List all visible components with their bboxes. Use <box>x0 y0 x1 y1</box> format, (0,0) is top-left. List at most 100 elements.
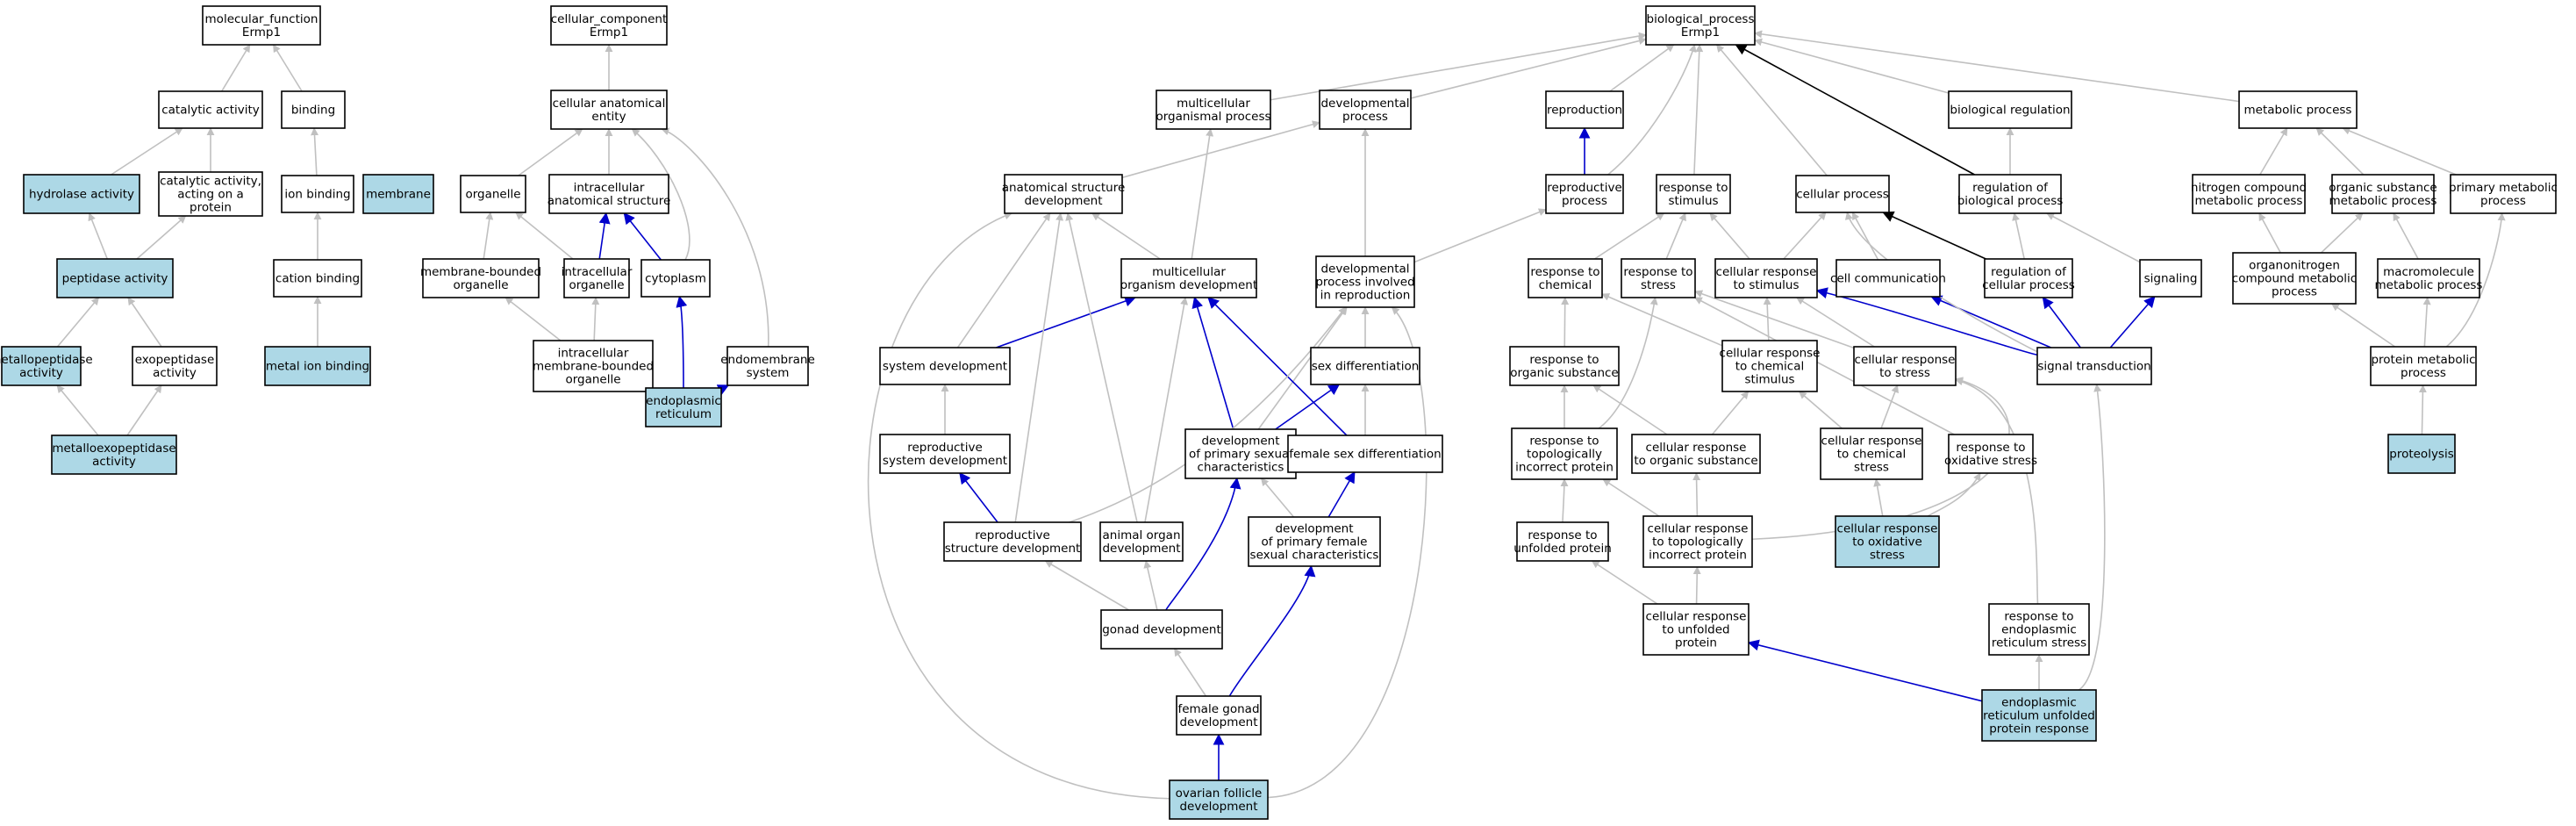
edge-part-of-sigtrans-to-crts <box>1815 287 2038 356</box>
go-term-box <box>1642 603 1750 656</box>
go-term-label-line: metabolic process <box>2195 194 2303 208</box>
go-term-node-binding[interactable]: binding <box>281 90 346 129</box>
edge-is-a-ionb-to-binding <box>311 127 319 176</box>
go-term-label-line: development <box>1179 800 1257 814</box>
go-term-node-cyto[interactable]: cytoplasm <box>640 259 711 298</box>
go-term-node-repro[interactable]: reproduction <box>1545 90 1624 129</box>
go-term-node-gonad[interactable]: gonad development <box>1100 609 1223 650</box>
go-term-label-line: process <box>2401 366 2446 380</box>
edge-is-a-protmp-to-macromp <box>2422 297 2431 348</box>
go-term-label-line: to organic substance <box>1634 454 1757 468</box>
go-term-label-line: response to <box>1530 265 1599 279</box>
go-term-node-hydro[interactable]: hydrolase activity <box>23 174 140 214</box>
go-term-node-cellcomm[interactable]: cell communication <box>1830 259 1946 298</box>
go-term-node-proteolysis[interactable]: proteolysis <box>2387 434 2456 474</box>
go-term-node-sexdiff[interactable]: sex differentiation <box>1310 347 1420 385</box>
go-term-label-line: membrane <box>366 188 431 202</box>
go-term-label-line: cellular process <box>1982 278 2075 292</box>
go-term-label-line: metallopeptidase <box>0 353 93 367</box>
go-term-node-metab[interactable]: metabolic process <box>2238 90 2358 129</box>
go-term-label-line: system <box>747 366 790 380</box>
go-term-node-fsd[interactable]: female sex differentiation <box>1287 435 1443 473</box>
edge-is-a-dpfsc-to-dpsc <box>1260 478 1295 518</box>
go-term-box <box>1248 516 1381 567</box>
go-term-node-cat[interactable]: catalytic activity <box>158 90 263 129</box>
go-term-node-pept[interactable]: peptidase activity <box>56 258 174 298</box>
go-term-node-sigtrans[interactable]: signal transduction <box>2036 347 2152 385</box>
go-term-label-line: catalytic activity <box>161 104 260 118</box>
go-term-box <box>1176 695 1262 736</box>
go-term-box <box>1511 427 1618 480</box>
go-term-label-line: activity <box>19 366 63 380</box>
edge-layer <box>56 30 2506 800</box>
go-term-label-line: reticulum unfolded <box>1983 709 2095 723</box>
go-term-node-cationb[interactable]: cation binding <box>273 259 362 298</box>
go-term-label-line: regulation of <box>1991 265 2067 279</box>
go-term-node-sysdev[interactable]: system development <box>879 347 1011 385</box>
go-term-node-metalion[interactable]: metal ion binding <box>264 346 371 386</box>
go-term-node-bioreg[interactable]: biological regulation <box>1948 90 2072 129</box>
go-term-box <box>550 90 668 130</box>
go-term-label-line: macromolecule <box>2383 265 2474 279</box>
go-term-node-cellp[interactable]: cellular process <box>1795 175 1890 213</box>
go-term-node-ionb[interactable]: ion binding <box>281 175 354 213</box>
go-term-node-signaling[interactable]: signaling <box>2139 259 2202 298</box>
go-term-node-membrane[interactable]: membrane <box>362 174 434 214</box>
go-term-node-organelle[interactable]: organelle <box>460 175 526 213</box>
go-term-label-line: reproductive <box>975 528 1050 542</box>
